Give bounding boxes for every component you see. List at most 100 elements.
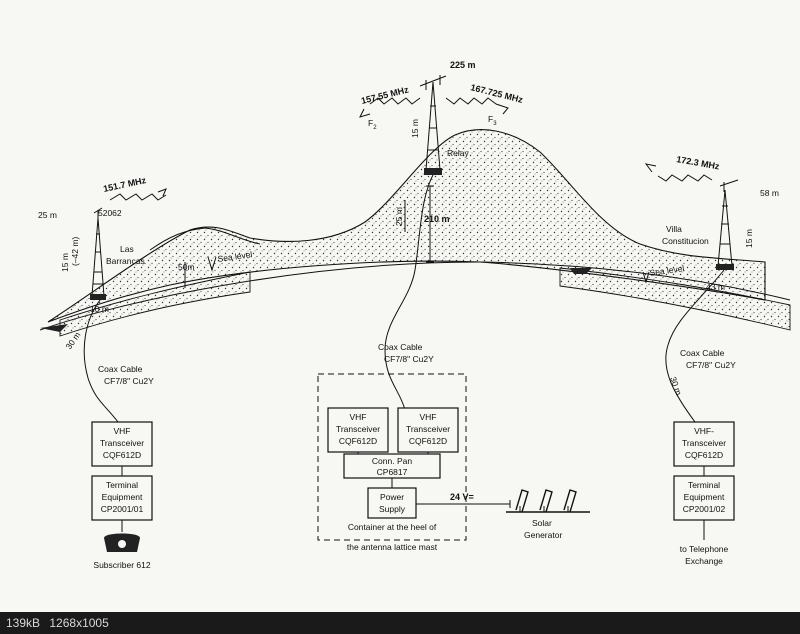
coax-center-1: Coax Cable <box>378 342 423 352</box>
left-transceiver-box <box>91 421 153 467</box>
right-30m-label: 30 m <box>668 375 684 396</box>
f2-label: F2 <box>368 118 377 131</box>
left-antenna-icon <box>93 207 103 218</box>
coax-right-1: Coax Cable <box>680 348 725 358</box>
vhf2-transceiver: Transceiver <box>406 424 450 434</box>
right-equipment: Equipment <box>684 492 725 502</box>
vhf1-vhf: VHF <box>350 412 367 422</box>
left-equipment: Equipment <box>102 492 143 502</box>
right-cqf: CQF612D <box>685 450 723 460</box>
sea-level-right-marker <box>642 271 650 284</box>
coax-center-2: CF7/8" Cu2Y <box>384 354 434 364</box>
supply-label: Supply <box>379 504 406 514</box>
relay-wave-left-icon <box>359 97 421 118</box>
cp6817-label: CP6817 <box>377 467 408 477</box>
coax-right-2: CF7/8" Cu2Y <box>686 360 736 370</box>
villa-label: Villa <box>666 224 682 234</box>
right-transceiver-box <box>673 421 735 467</box>
image-info-bar: 139kB 1268x1005 <box>0 612 800 634</box>
left-mast <box>90 207 106 300</box>
relay-antenna-icon <box>419 75 447 90</box>
file-size: 139kB <box>6 616 41 630</box>
right-antenna-icon <box>719 179 739 192</box>
relay-mast <box>419 75 447 175</box>
sea-level-right-label: Sea level <box>649 263 685 278</box>
relay-height-label: 225 m <box>450 60 476 70</box>
left-terminal: Terminal <box>106 480 138 490</box>
right-58m-label: 58 m <box>760 188 779 198</box>
left-15m-label: 15 m <box>60 253 70 272</box>
radio-link-diagram: 157.55 MHz 167.725 MHz 225 m F2 F3 15 m … <box>38 60 791 570</box>
freq-f3-label: 167.725 MHz <box>470 82 525 105</box>
power-supply-box <box>367 487 417 519</box>
power-line <box>416 500 511 508</box>
right-mast <box>716 179 739 270</box>
left-cp2001: CP2001/01 <box>101 504 144 514</box>
right-15m-label: 15 m <box>744 229 754 248</box>
right-43m-label: 43 m <box>706 282 725 292</box>
vhf-box-2 <box>397 407 459 453</box>
mountain <box>47 129 766 323</box>
relay-25m-label: 25 m <box>394 207 404 226</box>
sea-level-left-marker <box>207 256 217 272</box>
freq-left-label: 151.7 MHz <box>102 175 147 194</box>
voltage-label: 24 V= <box>450 492 474 502</box>
fifty-m-label: 50m <box>178 262 195 272</box>
left-vhf: VHF <box>114 426 131 436</box>
vhf2-cqf: CQF612D <box>409 436 447 446</box>
left-id-label: 52062 <box>98 208 122 218</box>
relay-cable <box>384 174 434 411</box>
container-dashed <box>317 373 467 541</box>
solar-label: Solar <box>532 518 552 528</box>
to-telephone-label: to Telephone <box>680 544 729 554</box>
right-cable <box>665 269 725 423</box>
relay-wave-right-icon <box>445 97 509 115</box>
exchange-label: Exchange <box>685 556 723 566</box>
solar-generator-icon <box>506 489 590 513</box>
freq-right-label: 172.3 MHz <box>676 154 721 171</box>
left-transceiver: Transceiver <box>100 438 144 448</box>
sea-level-left-label: Sea level <box>217 249 253 264</box>
left-wave-arrow-icon <box>109 188 167 201</box>
right-transceiver: Transceiver <box>682 438 726 448</box>
conn-pan-box <box>343 453 441 479</box>
left-terminal-box <box>91 475 153 521</box>
left-cable <box>83 299 119 423</box>
relay-210m-label: 210 m <box>424 214 450 224</box>
sea-level-left-strip <box>59 271 251 337</box>
left-10m-label: 10 m <box>90 304 109 314</box>
image-dimensions: 1268x1005 <box>49 616 109 630</box>
left-boat <box>40 324 68 332</box>
vhf2-vhf: VHF <box>420 412 437 422</box>
power-label: Power <box>380 492 404 502</box>
conn-pan-label: Conn. Pan <box>372 456 412 466</box>
vhf1-cqf: CQF612D <box>339 436 377 446</box>
relay-210m-marker <box>426 185 434 263</box>
right-terminal: Terminal <box>688 480 720 490</box>
right-cp2001: CP2001/02 <box>683 504 726 514</box>
generator-label: Generator <box>524 530 562 540</box>
left-42m-label: (–42 m) <box>70 237 80 266</box>
telephone-icon <box>104 533 140 552</box>
left-25m-label: 25 m <box>38 210 57 220</box>
subscriber-label: Subscriber 612 <box>93 560 150 570</box>
vhf1-transceiver: Transceiver <box>336 424 380 434</box>
foothill-ridge <box>149 227 261 251</box>
las-label: Las <box>120 244 134 254</box>
right-wave-arrow-icon <box>644 163 713 182</box>
relay-mast-height-label: 15 m <box>410 119 420 138</box>
barrancas-label: Barrancas <box>106 256 145 266</box>
terrain <box>39 129 791 337</box>
left-cqf: CQF612D <box>103 450 141 460</box>
coax-left-2: CF7/8" Cu2Y <box>104 376 154 386</box>
coax-left-1: Coax Cable <box>98 364 143 374</box>
container-label-1: Container at the heel of <box>348 522 437 532</box>
sea-level-right-strip <box>559 267 791 331</box>
constitucion-label: Constitucion <box>662 236 709 246</box>
right-vhf: VHF- <box>694 426 714 436</box>
container-label-2: the antenna lattice mast <box>347 542 438 552</box>
diagram-image: 157.55 MHz 167.725 MHz 225 m F2 F3 15 m … <box>0 0 800 612</box>
relay-label: Relay <box>447 148 469 158</box>
f3-label: F3 <box>488 114 497 127</box>
right-boat <box>570 268 592 274</box>
